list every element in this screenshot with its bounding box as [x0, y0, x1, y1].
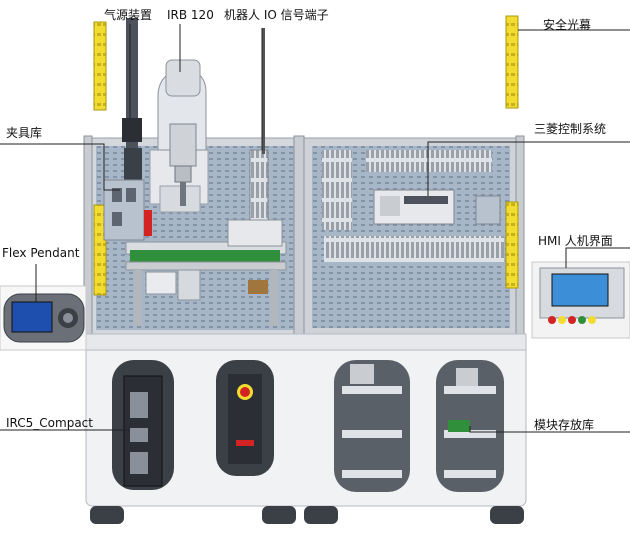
safety-light-curtain [93, 15, 519, 296]
label-irc5: IRC5_Compact [6, 416, 93, 430]
flex-pendant-icon [0, 285, 87, 351]
label-air-source: 气源装置 [104, 8, 153, 22]
label-mitsubishi: 三菱控制系统 [534, 122, 607, 136]
mitsubishi-control-system [322, 150, 504, 262]
robot-irb120-icon [149, 59, 209, 213]
label-flex-pendant: Flex Pendant [2, 246, 80, 260]
fixture-library [103, 179, 152, 241]
label-robot-io: 机器人 IO 信号端子 [224, 8, 329, 22]
air-source-unit [122, 18, 142, 192]
leader-lines [0, 24, 630, 433]
label-module-storage: 模块存放库 [534, 418, 595, 432]
estop-panel [228, 374, 262, 464]
label-hmi: HMI 人机界面 [538, 234, 613, 248]
conveyor [125, 219, 287, 326]
label-robot-model: IRB 120 [167, 8, 214, 22]
hmi-panel-icon [531, 261, 630, 339]
robot-io-terminal [249, 28, 269, 221]
label-safety-curtain: 安全光幕 [543, 18, 592, 32]
label-fixture-lib: 夹具库 [6, 126, 43, 140]
casters [90, 506, 524, 524]
module-storage-shelves [342, 364, 496, 478]
irc5-compact-controller [123, 375, 163, 487]
